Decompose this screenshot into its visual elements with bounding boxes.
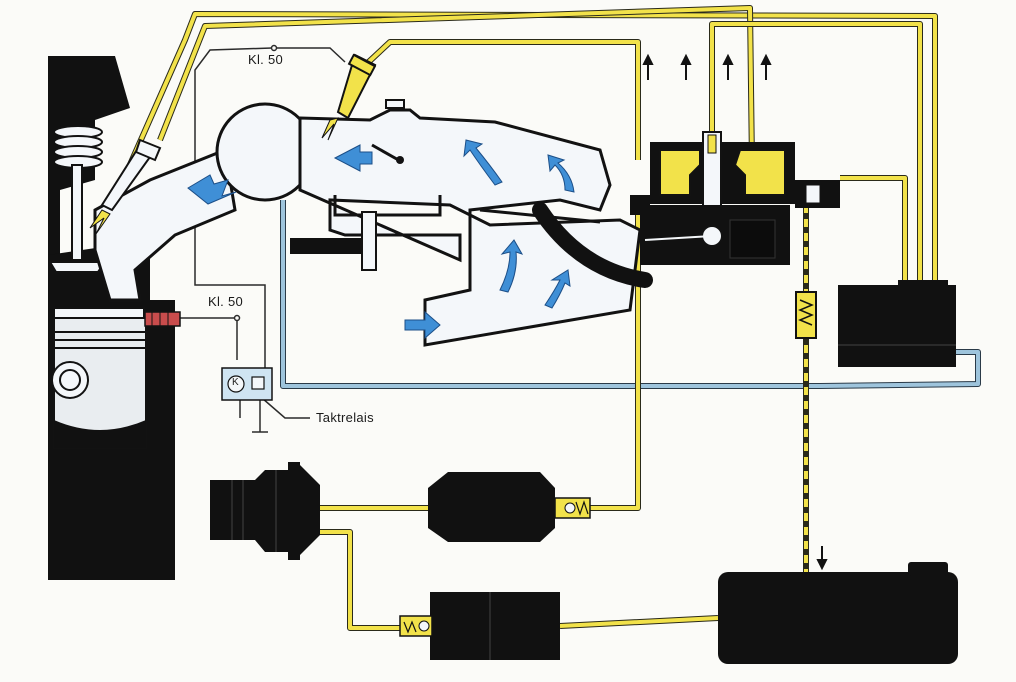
fuel-tank [718, 562, 958, 664]
fuel-distributor [630, 131, 840, 265]
fuel-accumulator [210, 462, 320, 560]
thermo-time-switch [144, 311, 181, 327]
outflow-arrows [642, 53, 828, 571]
taktrelais-relay [221, 367, 273, 401]
taktrelais-label: Taktrelais [316, 410, 374, 425]
fuel-lines [107, 5, 938, 631]
airflow-arrows [187, 139, 575, 340]
electrical-wiring [178, 44, 346, 433]
kl50-top-label: Kl. 50 [248, 52, 284, 67]
warmup-regulator [838, 280, 956, 367]
intake-manifold [93, 99, 653, 347]
main-injector [321, 53, 377, 141]
kl50-mid-label: Kl. 50 [208, 294, 244, 309]
engine-block [48, 56, 175, 580]
cylinder-injector [89, 138, 162, 235]
electric-fuel-pump [399, 592, 560, 660]
valve-spring [53, 125, 103, 169]
relay-k-label: K [232, 377, 239, 388]
return-line [280, 200, 981, 389]
fuel-filter [428, 472, 591, 542]
check-valve [795, 291, 817, 339]
